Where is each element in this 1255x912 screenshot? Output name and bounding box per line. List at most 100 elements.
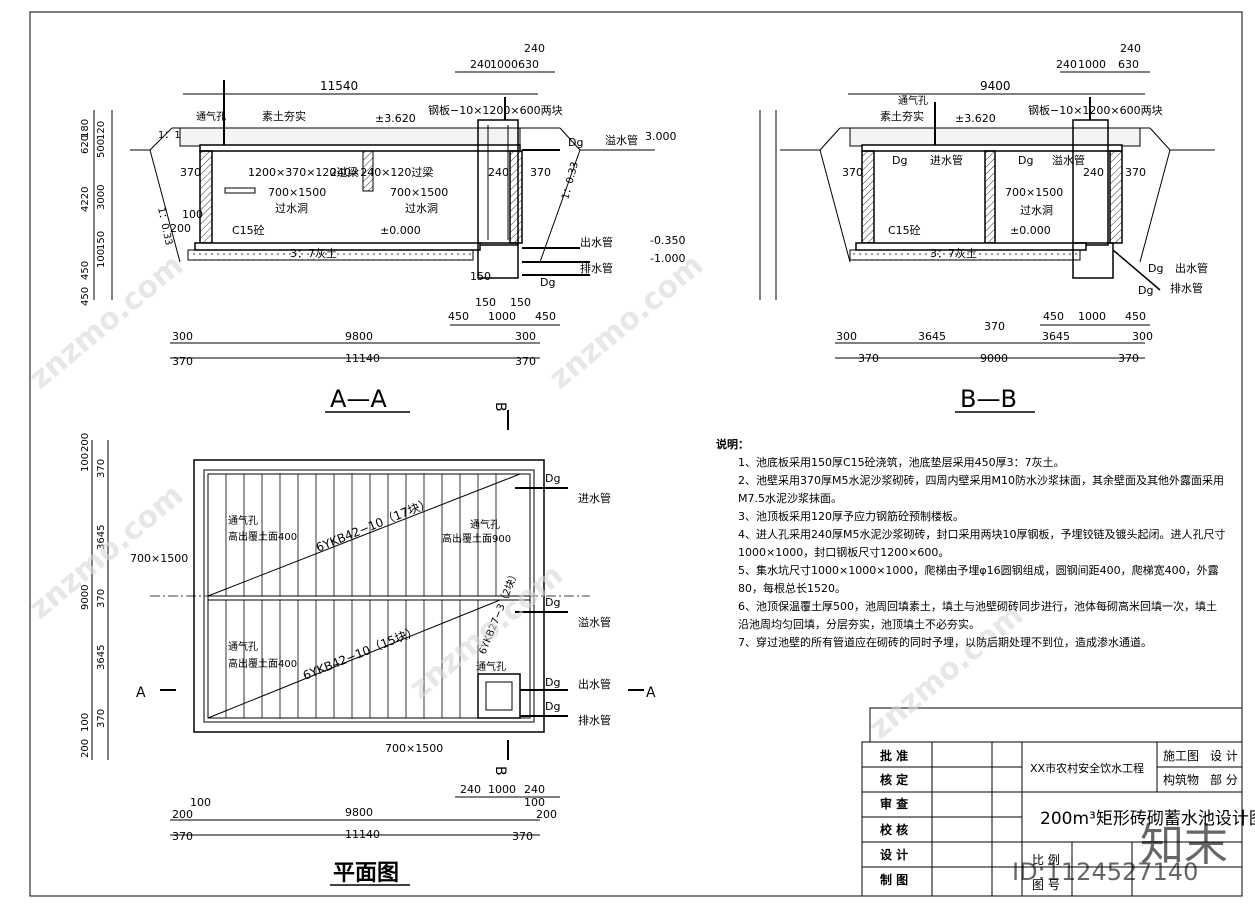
bb-label-passage: 过水洞 bbox=[1020, 204, 1053, 217]
plan-ldim-4: 370 bbox=[96, 589, 107, 608]
plan-ldim-3: 3645 bbox=[96, 525, 107, 550]
plan-bdim-5: 9800 bbox=[345, 806, 373, 819]
plan-vent-1-note: 高出覆土面400 bbox=[228, 530, 297, 543]
aa-level-4: -1.000 bbox=[650, 252, 685, 265]
aa-label-dg2: Dg bbox=[540, 276, 555, 289]
aa-label-passage2: 过水洞 bbox=[405, 202, 438, 215]
plan-ldim-1: 370 bbox=[96, 459, 107, 478]
slab-lines bbox=[225, 474, 497, 718]
aa-level-0: ±3.620 bbox=[375, 112, 416, 125]
bb-dim-top-3: 240 bbox=[1120, 42, 1141, 55]
bb-bdim-8: 370 bbox=[858, 352, 879, 365]
plan-ldim-6: 3645 bbox=[96, 645, 107, 670]
aa-bdim-3: 150 bbox=[510, 296, 531, 309]
plan-vent-3: 通气孔 bbox=[228, 640, 258, 653]
tb-role-check: 校 核 bbox=[880, 822, 908, 837]
aa-level-3: -0.350 bbox=[650, 234, 685, 247]
plan-pipe-outlet: 出水管 bbox=[578, 677, 611, 691]
sheet-border bbox=[29, 11, 1243, 897]
aa-ldim-3: 120 bbox=[96, 121, 107, 140]
aa-ldim-5: 3000 bbox=[96, 185, 107, 210]
plan-bdim-1: 1000 bbox=[488, 783, 516, 796]
tb-role-draw: 制 图 bbox=[880, 872, 908, 887]
notes-item-5: 5、集水坑尺寸1000×1000×1000，爬梯由予埋φ16圆钢组成，圆钢间距4… bbox=[738, 564, 1219, 595]
notes-item-3: 3、池顶板采用120厚予应力钢筋砼预制楼板。 bbox=[738, 510, 964, 523]
bb-bdim-2: 450 bbox=[1125, 310, 1146, 323]
bb-label-steel: 钢板−10×1200×600两块 bbox=[1028, 103, 1163, 117]
plan-ldim-0: 200 bbox=[80, 433, 91, 452]
bb-label-cushion: 3：7灰土 bbox=[930, 246, 977, 260]
watermark-text-2: znzmo.com bbox=[543, 248, 710, 396]
plan-slab-15: 6YKB42−10（15块） bbox=[301, 624, 420, 683]
plan-opening-2: 700×1500 bbox=[385, 742, 443, 755]
plan-vent-2: 通气孔 bbox=[470, 518, 500, 531]
plan-slab-17: 6YKB42−10（17块） bbox=[314, 496, 433, 555]
bb-label-dg1: Dg bbox=[892, 154, 907, 167]
bb-dim-top-1: 1000 bbox=[1078, 58, 1106, 71]
title-block bbox=[861, 707, 1243, 897]
bb-bdim-4: 3645 bbox=[918, 330, 946, 343]
bb-label-vent: 通气孔 bbox=[898, 94, 928, 107]
plan-bdim-3: 200 bbox=[172, 808, 193, 821]
bb-level-0: ±3.620 bbox=[955, 112, 996, 125]
notes-item-7: 7、穿过池壁的所有管道应在砌砖的同时予埋，以防后期处理不到位，造成渗水通道。 bbox=[738, 636, 1152, 649]
aa-label-slope2: 1：1 bbox=[158, 130, 181, 141]
plan-view bbox=[91, 410, 644, 886]
plan-dg-3: Dg bbox=[545, 676, 560, 689]
plan-ldim-2: 100 bbox=[80, 453, 91, 472]
plan-bdim-6: 100 bbox=[524, 796, 545, 809]
plan-cut-a-right: A bbox=[646, 685, 656, 701]
aa-label-370b: 370 bbox=[530, 166, 551, 179]
aa-dim-top-3: 240 bbox=[524, 42, 545, 55]
watermark-brand: 知末 bbox=[1140, 820, 1228, 871]
plan-pipe-inlet: 进水管 bbox=[578, 491, 611, 505]
plan-pipe-drain: 排水管 bbox=[578, 713, 611, 727]
tb-drawing-no-label: 图 号 bbox=[1032, 878, 1060, 892]
plan-title: 平面图 bbox=[333, 861, 399, 886]
bb-dim-overall: 9400 bbox=[980, 79, 1011, 93]
aa-label-opening1: 700×1500 bbox=[268, 186, 326, 199]
plan-ldim-9: 200 bbox=[80, 739, 91, 758]
aa-bdim-1: 150 bbox=[475, 296, 496, 309]
aa-ldim-1: 500 bbox=[96, 139, 107, 158]
bb-label-240: 240 bbox=[1083, 166, 1104, 179]
bb-bdim-5: 370 bbox=[984, 320, 1005, 333]
plan-bdim-8: 370 bbox=[172, 830, 193, 843]
aa-label-vent: 通气孔 bbox=[196, 110, 226, 123]
bb-label-outlet: 出水管 bbox=[1175, 261, 1208, 275]
tb-role-review: 审 查 bbox=[880, 796, 909, 811]
tb-role-approve: 批 准 bbox=[880, 748, 908, 763]
aa-label-cushion: 3：7灰土 bbox=[290, 246, 337, 260]
aa-ldim-4: 4220 bbox=[80, 187, 91, 212]
bb-label-c15: C15砼 bbox=[888, 224, 921, 237]
plan-cut-a-left: A bbox=[136, 685, 146, 701]
design-notes: 说明： 1、池底板采用150厚C15砼浇筑，池底垫层采用450厚3：7灰土。 2… bbox=[716, 436, 1226, 652]
bb-dim-top-2: 630 bbox=[1118, 58, 1139, 71]
plan-vent-3-note: 高出覆土面400 bbox=[228, 657, 297, 670]
aa-label-outlet: 出水管 bbox=[580, 235, 613, 249]
bb-label-inlet: 进水管 bbox=[930, 153, 963, 167]
bb-dim-top-0: 240 bbox=[1056, 58, 1077, 71]
plan-ldim-8: 100 bbox=[80, 713, 91, 732]
aa-label-passage1: 过水洞 bbox=[275, 202, 308, 215]
plan-dg-4: Dg bbox=[545, 700, 560, 713]
aa-ldim-8: 450 bbox=[80, 261, 91, 280]
aa-label-100: 100 bbox=[182, 208, 203, 221]
bb-label-370a: 370 bbox=[842, 166, 863, 179]
notes-item-1: 1、池底板采用150厚C15砼浇筑，池底垫层采用450厚3：7灰土。 bbox=[738, 456, 1065, 469]
aa-ldim-0: 180 bbox=[80, 119, 91, 138]
plan-pipe-overflow: 溢水管 bbox=[578, 615, 611, 629]
aa-label-150: 150 bbox=[470, 270, 491, 283]
aa-bdim-0: 450 bbox=[448, 310, 469, 323]
aa-label-lintel2: 240×240×120过梁 bbox=[330, 165, 433, 179]
plan-cut-b-top: B bbox=[492, 402, 508, 412]
aa-label-overflow: 溢水管 bbox=[605, 133, 638, 147]
bb-bdim-10: 370 bbox=[1118, 352, 1139, 365]
bb-label-dg4: Dg bbox=[1138, 284, 1153, 297]
aa-label-slope3: 1：0.33 bbox=[560, 161, 581, 201]
aa-dim-overall: 11540 bbox=[320, 79, 358, 93]
aa-label-steel: 钢板−10×1200×600两块 bbox=[428, 103, 563, 117]
plan-bdim-4: 100 bbox=[190, 796, 211, 809]
